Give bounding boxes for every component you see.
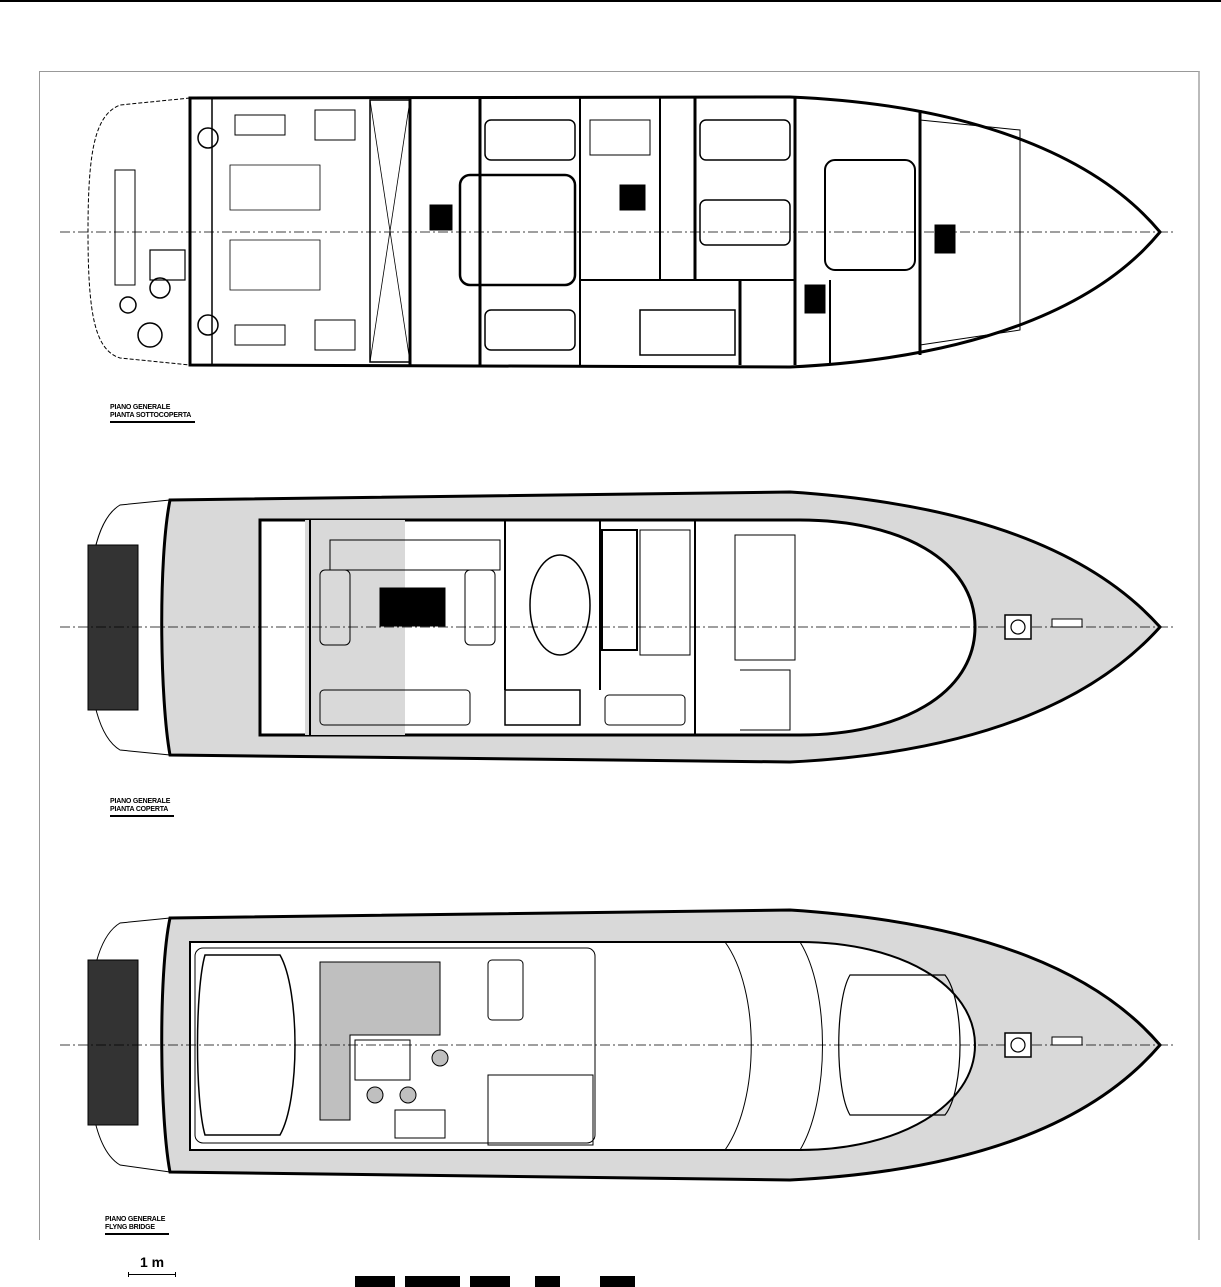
label-line: PIANO GENERALE [110,798,171,805]
cropped-title-fragment [535,1276,560,1287]
lower-deck-label: PIANO GENERALE PIANTA SOTTOCOPERTA [110,404,196,423]
main-deck-plan [60,490,1175,764]
flybridge-deck [189,941,977,1151]
flybridge-label: PIANO GENERALE FLYNG BRIDGE [105,1216,170,1235]
cropped-title-fragment [470,1276,510,1287]
lower-deck-stern-outline [87,97,191,366]
label-line: PIANO GENERALE [110,404,171,411]
label-line: PIANTA COPERTA [110,806,169,813]
lower-deck-plan [60,95,1175,369]
scale-label: 1 m [139,1254,165,1270]
solar-panels [87,544,139,711]
flybridge-plan [60,908,1175,1182]
main-deck-label: PIANO GENERALE PIANTA COPERTA [110,798,175,817]
label-line: FLYNG BRIDGE [105,1224,155,1231]
cropped-title-fragment [405,1276,460,1287]
scale-bar [128,1272,176,1277]
label-line: PIANO GENERALE [105,1216,166,1223]
cropped-title-fragment [600,1276,635,1287]
solar-panels [87,959,139,1126]
tender [196,954,296,1136]
drawing-frame [39,71,1200,1240]
label-line: PIANTA SOTTOCOPERTA [110,412,192,419]
sunpad-seating [319,961,441,1121]
top-border [0,0,1221,2]
cropped-title-fragment [355,1276,395,1287]
